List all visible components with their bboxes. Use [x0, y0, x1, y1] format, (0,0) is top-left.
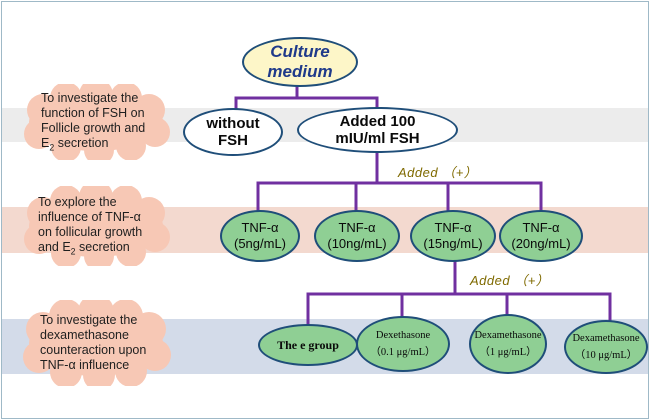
goal-fsh-line4-sub: 2 — [49, 142, 55, 153]
added-fsh-line2: mIU/ml FSH — [335, 130, 420, 147]
tnf-20-line1: TNF-α — [522, 220, 560, 235]
dexamethasone-10-line1: Dexamethasone — [572, 333, 640, 344]
goal-cloud-dexamethasone: To investigate the dexamethasone counter… — [21, 294, 171, 391]
goal-fsh-line4: E2 secretion — [41, 136, 151, 153]
goal-text-fsh: To investigate the function of FSH on Fo… — [21, 84, 171, 160]
without-fsh-line1: without — [206, 115, 260, 132]
tnf-5-node: TNF-α (5ng/mL) — [220, 210, 300, 262]
tnf-15-node: TNF-α (15ng/mL) — [410, 210, 496, 262]
goal-fsh-line4-main: E — [41, 136, 50, 150]
dexamethasone-0-1-node: Dexethasone （0.1 μg/mL） — [356, 316, 450, 372]
goal-tnf-line2: influence of TNF-α — [38, 210, 141, 224]
cloud-shape-tnf — [24, 180, 170, 271]
dexamethasone-10-line2: （10 μg/mL） — [574, 350, 638, 361]
dexamethasone-0-1-line2: （0.1 μg/mL） — [370, 347, 436, 358]
connector-title-to-level1 — [234, 81, 379, 117]
added-label-1: Added （+） — [398, 165, 478, 180]
goal-tnf-line4: and E2 secretion — [38, 240, 154, 257]
without-fsh-line2: FSH — [217, 132, 248, 149]
goal-tnf-line4-rest: secretion — [75, 240, 130, 254]
goal-dexamethasone-line3: counteraction upon — [40, 343, 147, 357]
tnf-20-node: TNF-α (20ng/mL) — [499, 210, 583, 262]
goal-dexamethasone-line4: TNF-α influence — [40, 358, 130, 372]
dexamethasone-10-node: Dexamethasone （10 μg/mL） — [564, 320, 648, 374]
goal-cloud-tnf: To explore the influence of TNF-α on fol… — [21, 180, 171, 271]
added-fsh-node: Added 100 mIU/ml FSH — [297, 107, 458, 153]
dexamethasone-1-line1: Dexamethasone — [474, 330, 542, 341]
goal-text-tnf: To explore the influence of TNF-α on fol… — [21, 186, 171, 266]
culture-medium-line1: Culture — [270, 42, 330, 61]
control-group-line1: The e group — [277, 338, 339, 352]
dexamethasone-1-line2: （1 μg/mL） — [479, 347, 537, 358]
control-group-node: The e group — [258, 324, 358, 366]
tnf-20-line2: (20ng/mL) — [511, 236, 571, 251]
goal-dexamethasone-line2: dexamethasone — [40, 328, 129, 342]
culture-medium-node: Culture medium — [242, 37, 358, 87]
goal-tnf-line4-main: and E — [38, 240, 71, 254]
tnf-5-line2: (5ng/mL) — [233, 236, 287, 251]
connector-tnf-to-dexamethasone — [306, 259, 612, 327]
goal-cloud-fsh: To investigate the function of FSH on Fo… — [21, 78, 171, 165]
culture-medium-line2: medium — [267, 62, 333, 81]
cloud-shape-fsh — [24, 78, 170, 165]
goal-tnf-line4-sub: 2 — [70, 246, 76, 257]
tnf-10-node: TNF-α (10ng/mL) — [314, 210, 400, 262]
added-label-2: Added （+） — [470, 273, 550, 288]
goal-fsh-line2: function of FSH on — [41, 106, 145, 120]
tnf-5-line1: TNF-α — [241, 220, 279, 235]
goal-dexamethasone-line1: To investigate the — [40, 313, 138, 327]
dexamethasone-1-node: Dexamethasone （1 μg/mL） — [469, 314, 547, 374]
goal-text-dexamethasone: To investigate the dexamethasone counter… — [21, 300, 171, 386]
cloud-shape-dexamethasone — [23, 294, 171, 391]
goal-fsh-line4-rest: secretion — [54, 136, 109, 150]
goal-fsh-line1: To investigate the — [41, 91, 139, 105]
added-fsh-line1: Added 100 — [339, 113, 416, 130]
tnf-15-line2: (15ng/mL) — [423, 236, 483, 251]
connector-fsh-to-tnf — [256, 149, 543, 214]
tnf-15-line1: TNF-α — [434, 220, 472, 235]
goal-fsh-line3: Follicle growth and — [41, 121, 146, 135]
without-fsh-node: without FSH — [183, 108, 283, 156]
goal-tnf-line3: on follicular growth — [38, 225, 143, 239]
goal-tnf-line1: To explore the — [38, 195, 117, 209]
tnf-10-line2: (10ng/mL) — [327, 236, 387, 251]
dexamethasone-0-1-line1: Dexethasone — [375, 330, 431, 341]
tnf-10-line1: TNF-α — [338, 220, 376, 235]
